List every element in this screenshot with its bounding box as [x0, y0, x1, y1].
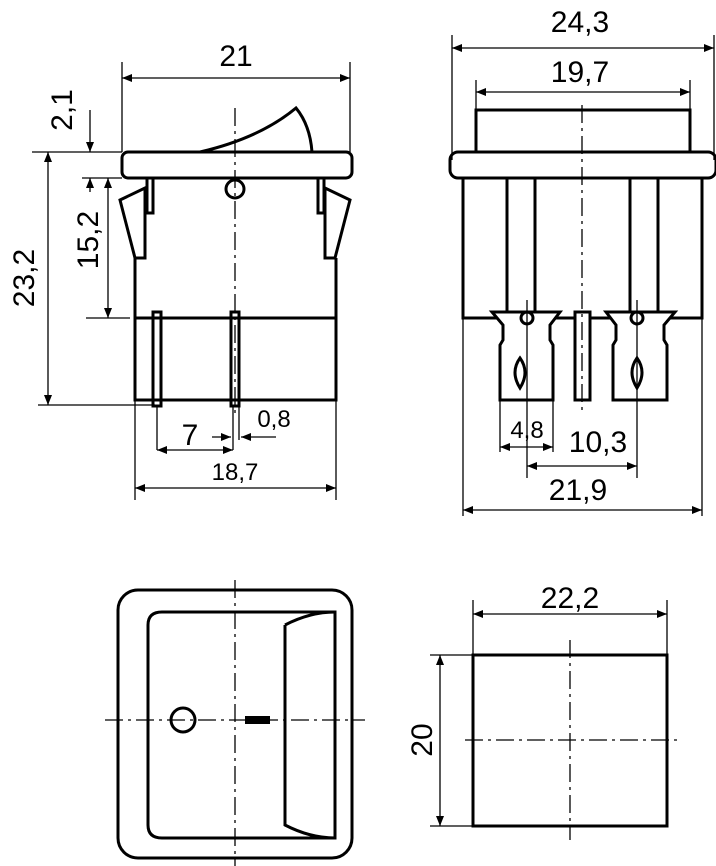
dim-width: 21 — [219, 40, 252, 73]
dim-cutout-height: 20 — [406, 723, 439, 756]
cutout-view: 22,2 20 — [406, 582, 680, 840]
face-view — [105, 580, 365, 866]
clip-left — [118, 185, 147, 260]
dim-top-width: 19,7 — [551, 56, 609, 89]
dim-body-height: 15,2 — [72, 211, 105, 269]
rocker-face — [146, 610, 337, 840]
on-symbol — [245, 716, 270, 724]
dim-body-width: 21,9 — [549, 474, 607, 507]
rocker-band — [283, 610, 336, 840]
bezel — [116, 588, 354, 860]
dim-cutout-width: 22,2 — [541, 582, 599, 615]
dim-flange: 2,1 — [46, 89, 79, 131]
clip-right — [323, 185, 352, 260]
dim-flange-width: 24,3 — [551, 6, 609, 39]
front-view: 21 23,2 15,2 2,1 7 0,8 18,7 — [8, 40, 354, 500]
flange — [120, 150, 354, 180]
top-block — [474, 108, 692, 154]
dim-height-total: 23,2 — [8, 249, 41, 307]
flange — [448, 150, 716, 180]
dim-terminal-pitch: 10,3 — [569, 426, 627, 459]
rocker-top — [199, 105, 314, 154]
pin-left — [151, 310, 163, 408]
dim-body-width: 18,7 — [212, 459, 259, 486]
dim-pin-thickness: 0,8 — [257, 406, 290, 433]
terminal-right — [602, 310, 679, 402]
side-view: 24,3 19,7 4,8 10,3 21,9 — [448, 6, 716, 516]
dim-pin-pitch: 7 — [182, 419, 199, 452]
